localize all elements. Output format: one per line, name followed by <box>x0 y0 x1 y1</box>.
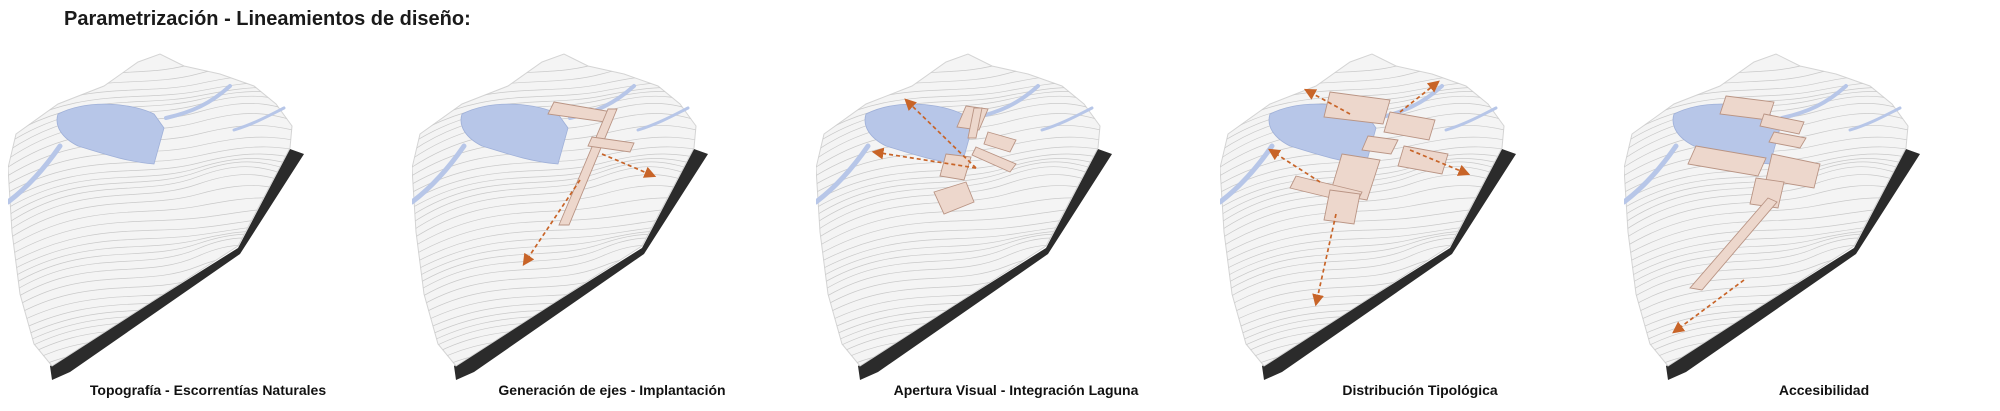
contour-line <box>412 153 696 207</box>
contour-line <box>8 146 292 199</box>
terrain-side-slab <box>1262 149 1516 380</box>
page-title: Parametrización - Lineamientos de diseño… <box>64 8 471 30</box>
building-volume <box>1687 145 1767 177</box>
terrain-diagram <box>8 53 304 380</box>
panel-topography: Topografía - Escorrentías Naturales <box>8 42 408 402</box>
building-volume <box>983 131 1017 153</box>
building-volume <box>1759 113 1805 135</box>
runoff-stream-east <box>1040 106 1094 132</box>
contour-line <box>816 113 1100 175</box>
lagoon-water <box>460 103 569 165</box>
contour-line <box>412 125 696 183</box>
panel-visual-opening: Apertura Visual - Integración Laguna <box>816 42 1216 402</box>
contour-line <box>8 125 292 183</box>
panel-typology: Distribución Tipológica <box>1220 42 1620 402</box>
panel-accessibility: Accesibilidad <box>1624 42 2000 402</box>
design-arrow <box>1672 279 1745 334</box>
contour-line <box>1624 136 1908 191</box>
runoff-stream-west <box>412 143 467 205</box>
design-arrow <box>1267 148 1321 183</box>
terrain-diagram <box>1624 53 1920 380</box>
terrain-side-slab <box>1666 149 1920 380</box>
runoff-stream-east <box>232 106 286 132</box>
building-volume <box>1323 189 1361 225</box>
runoff-stream-west <box>8 143 63 205</box>
building-volume <box>1383 111 1436 141</box>
design-arrow <box>1399 80 1440 113</box>
panel-axes: Generación de ejes - Implantación <box>412 42 812 402</box>
contour-line <box>1624 125 1908 183</box>
design-arrow <box>1409 149 1471 176</box>
terrain-diagram <box>816 53 1112 380</box>
building-volume <box>587 136 635 153</box>
panel-caption: Apertura Visual - Integración Laguna <box>893 382 1139 398</box>
panel-caption: Topografía - Escorrentías Naturales <box>89 382 327 398</box>
panel-caption: Distribución Tipológica <box>1342 382 1498 398</box>
building-volume <box>933 181 975 215</box>
design-arrow <box>1312 213 1337 307</box>
runoff-stream-east <box>636 106 690 132</box>
design-arrow <box>904 98 977 169</box>
panel-caption: Generación de ejes - Implantación <box>498 382 726 398</box>
building-volume <box>967 107 983 139</box>
terrain-side-slab <box>858 149 1112 380</box>
building-volume <box>1689 197 1778 291</box>
design-arrow <box>522 179 581 266</box>
building-volume <box>971 146 1017 173</box>
panel-caption: Accesibilidad <box>1778 382 1870 398</box>
building-volume <box>1323 91 1391 125</box>
building-volume <box>1361 135 1399 155</box>
terrain-side-slab <box>50 149 304 380</box>
terrain-side-slab <box>454 149 708 380</box>
runoff-stream-east <box>1444 106 1498 132</box>
lagoon-water <box>56 103 165 165</box>
contour-line <box>8 153 292 207</box>
design-arrow <box>1303 88 1351 115</box>
design-arrow <box>601 153 657 178</box>
building-volume <box>1397 145 1449 175</box>
terrain-diagram <box>412 53 708 380</box>
terrain-diagram <box>1220 53 1516 380</box>
building-volume <box>1768 131 1807 149</box>
runoff-stream-north <box>164 84 232 120</box>
contour-line <box>412 113 696 175</box>
runoff-stream-east <box>1848 106 1902 132</box>
contour-line <box>8 136 292 191</box>
runoff-stream-north <box>1780 84 1848 120</box>
runoff-stream-west <box>1220 143 1275 205</box>
contour-line <box>1624 146 1908 199</box>
contour-line <box>8 113 292 175</box>
design-arrow <box>871 147 977 169</box>
building-volume <box>1749 177 1785 209</box>
building-volume <box>1765 153 1821 189</box>
runoff-stream-west <box>816 143 871 205</box>
runoff-stream-west <box>1624 143 1679 205</box>
